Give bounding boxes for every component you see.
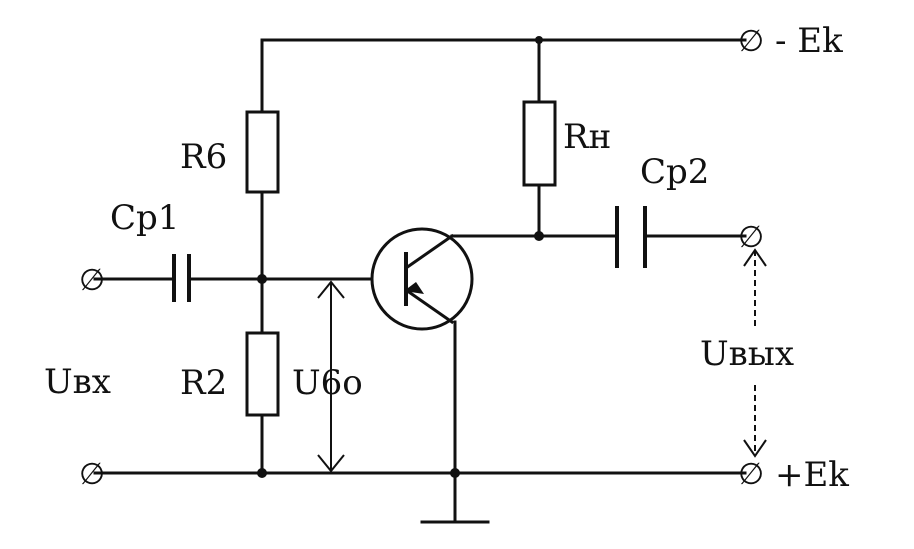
resistor-rb <box>245 110 280 194</box>
terminal-output: ∅ <box>738 220 764 255</box>
transistor-emitter <box>403 287 455 325</box>
resistor-r2 <box>245 331 280 417</box>
label-uvyx: Uвых <box>700 334 794 374</box>
transistor-emitter-arrow <box>404 282 424 294</box>
label-cp2: Cp2 <box>640 152 709 192</box>
ubo-arrow-head-top <box>317 280 345 299</box>
label-rn: Rн <box>563 117 611 157</box>
label-r2: R2 <box>180 363 227 403</box>
label-ubo: U6o <box>292 363 363 403</box>
label-cp1: Cp1 <box>110 198 179 238</box>
label-ek-minus: - Ek <box>775 21 843 61</box>
label-ek-plus: +Ek <box>775 455 849 495</box>
uvyx-arrow-head-bottom <box>743 439 767 458</box>
terminal-input: ∅ <box>79 263 105 298</box>
transistor-body <box>370 227 474 331</box>
label-uvx: Uвх <box>44 362 111 402</box>
terminal-ground-left: ∅ <box>79 457 105 492</box>
uvyx-arrow-head-top <box>743 248 767 267</box>
ubo-arrow-head-bottom <box>317 454 345 473</box>
transistor-collector <box>403 233 455 271</box>
terminal-bottom-right: ∅ <box>738 457 764 492</box>
label-rb: R6 <box>180 137 227 177</box>
resistor-rn <box>522 100 557 187</box>
terminal-top-right: ∅ <box>738 24 764 59</box>
